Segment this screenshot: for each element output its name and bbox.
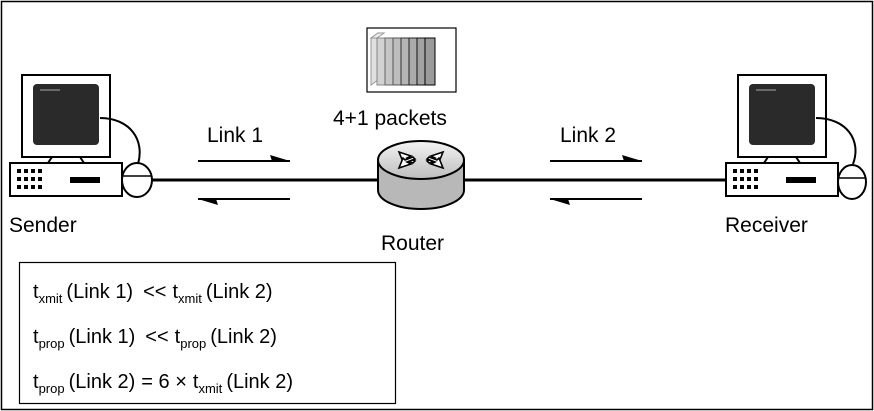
link-1-label: Link 1: [207, 124, 263, 147]
router-label: Router: [381, 232, 444, 255]
link-2-arrows: [550, 155, 642, 205]
link-2-label: Link 2: [560, 124, 616, 147]
formula-line-1: txmit(Link 1)<<txmit(Link 2): [33, 281, 273, 306]
formula-line-3: tprop(Link 2)= 6 ×txmit(Link 2): [33, 371, 293, 396]
sender-computer-icon: [9, 74, 153, 198]
link-1-arrows: [198, 155, 290, 205]
packets-label: 4+1 packets: [333, 107, 447, 130]
receiver-computer-icon: [725, 74, 867, 200]
formula-box: [18, 261, 397, 405]
receiver-label: Receiver: [725, 214, 808, 237]
packet-stack-icon: [366, 27, 457, 93]
formula-line-2: tprop(Link 1)<<tprop(Link 2): [33, 326, 277, 351]
router-icon: [377, 140, 465, 210]
sender-label: Sender: [9, 214, 77, 237]
